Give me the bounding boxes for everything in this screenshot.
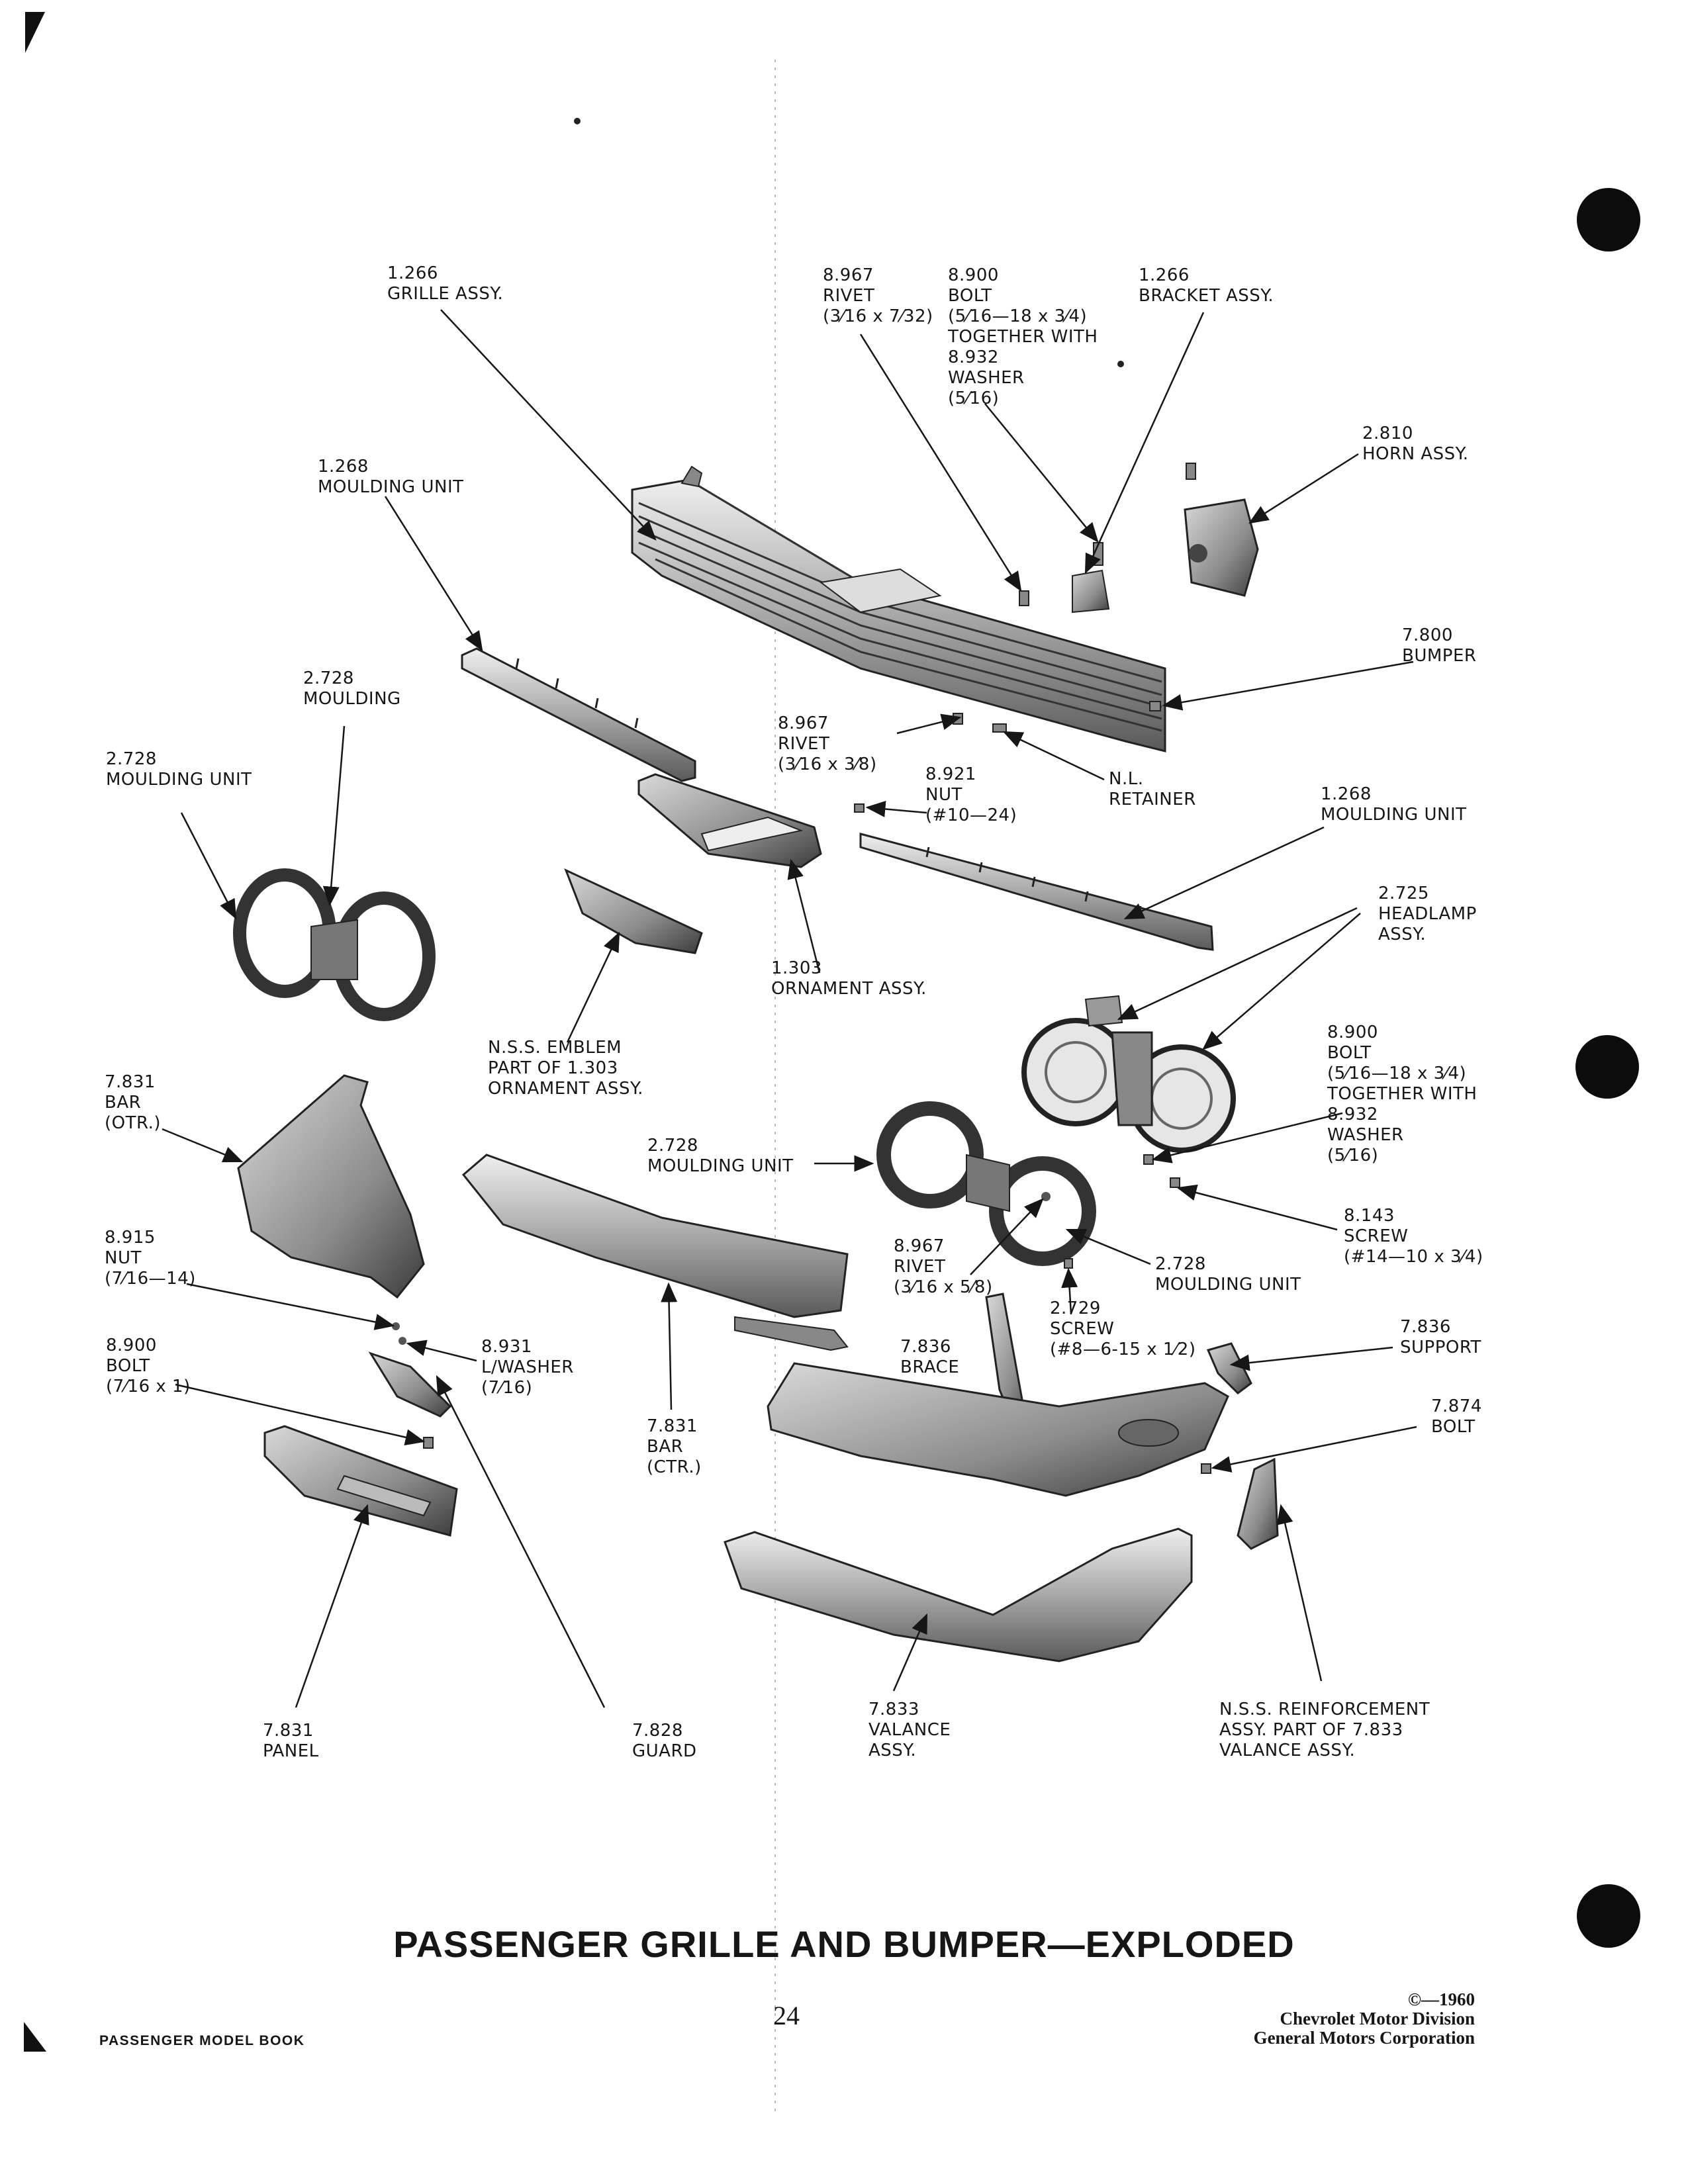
support-part (1206, 1342, 1252, 1394)
book-name: PASSENGER MODEL BOOK (99, 2033, 305, 2048)
copyright-year: ©—1960 (1407, 1989, 1475, 2009)
grille-assembly-part (631, 465, 1166, 752)
leader-lines (162, 309, 1417, 1708)
bolt-874-part (1201, 1463, 1211, 1474)
nut-mid-part (854, 803, 865, 813)
retainer-part (992, 723, 1007, 733)
headlamp-assembly-part (1021, 995, 1236, 1153)
corner-mark-bottom (24, 2022, 46, 2052)
bolt-right-part (1143, 1154, 1154, 1165)
bar-center-part (461, 1154, 849, 1351)
bracket-part (1072, 569, 1110, 614)
emblem-part (564, 868, 703, 954)
lwasher-part (399, 1337, 406, 1345)
panel-part (263, 1425, 458, 1537)
valance-part (724, 1527, 1193, 1662)
page-number: 24 (773, 2001, 800, 2030)
copyright-division: Chevrolet Motor Division (1280, 2009, 1475, 2028)
screw-right-part (1170, 1177, 1180, 1188)
label-nl-retainer: N.L.RETAINER (1109, 769, 1196, 809)
bumper-right-part (767, 1362, 1229, 1497)
screw-low-part (1064, 1258, 1073, 1269)
guard-part (368, 1351, 452, 1418)
page-title: PASSENGER GRILLE AND BUMPER—EXPLODED (393, 1923, 1295, 1965)
ornament-part (637, 773, 822, 868)
reinforcement-part (1237, 1457, 1279, 1550)
headlamp-moulding-left-part (233, 868, 436, 1021)
moulding-unit-upper-part (461, 647, 696, 782)
moulding-unit-right-part (859, 833, 1214, 951)
binder-hole-3 (1577, 1884, 1640, 1948)
copyright-corporation: General Motors Corporation (1253, 2028, 1475, 2048)
nut-left-part (392, 1322, 400, 1330)
rivet-top-part (1019, 590, 1029, 606)
bumper-fastener-part (1149, 701, 1161, 711)
bolt-left-part (423, 1437, 434, 1449)
copyright-block: ©—1960 Chevrolet Motor Division General … (1254, 1990, 1475, 2048)
bar-outer-part (237, 1074, 425, 1299)
horn-part (1184, 463, 1259, 597)
binder-hole-1 (1577, 188, 1640, 251)
corner-mark-top (25, 12, 45, 53)
headlamp-moulding-center-part (876, 1101, 1096, 1266)
binder-hole-2 (1575, 1035, 1639, 1099)
